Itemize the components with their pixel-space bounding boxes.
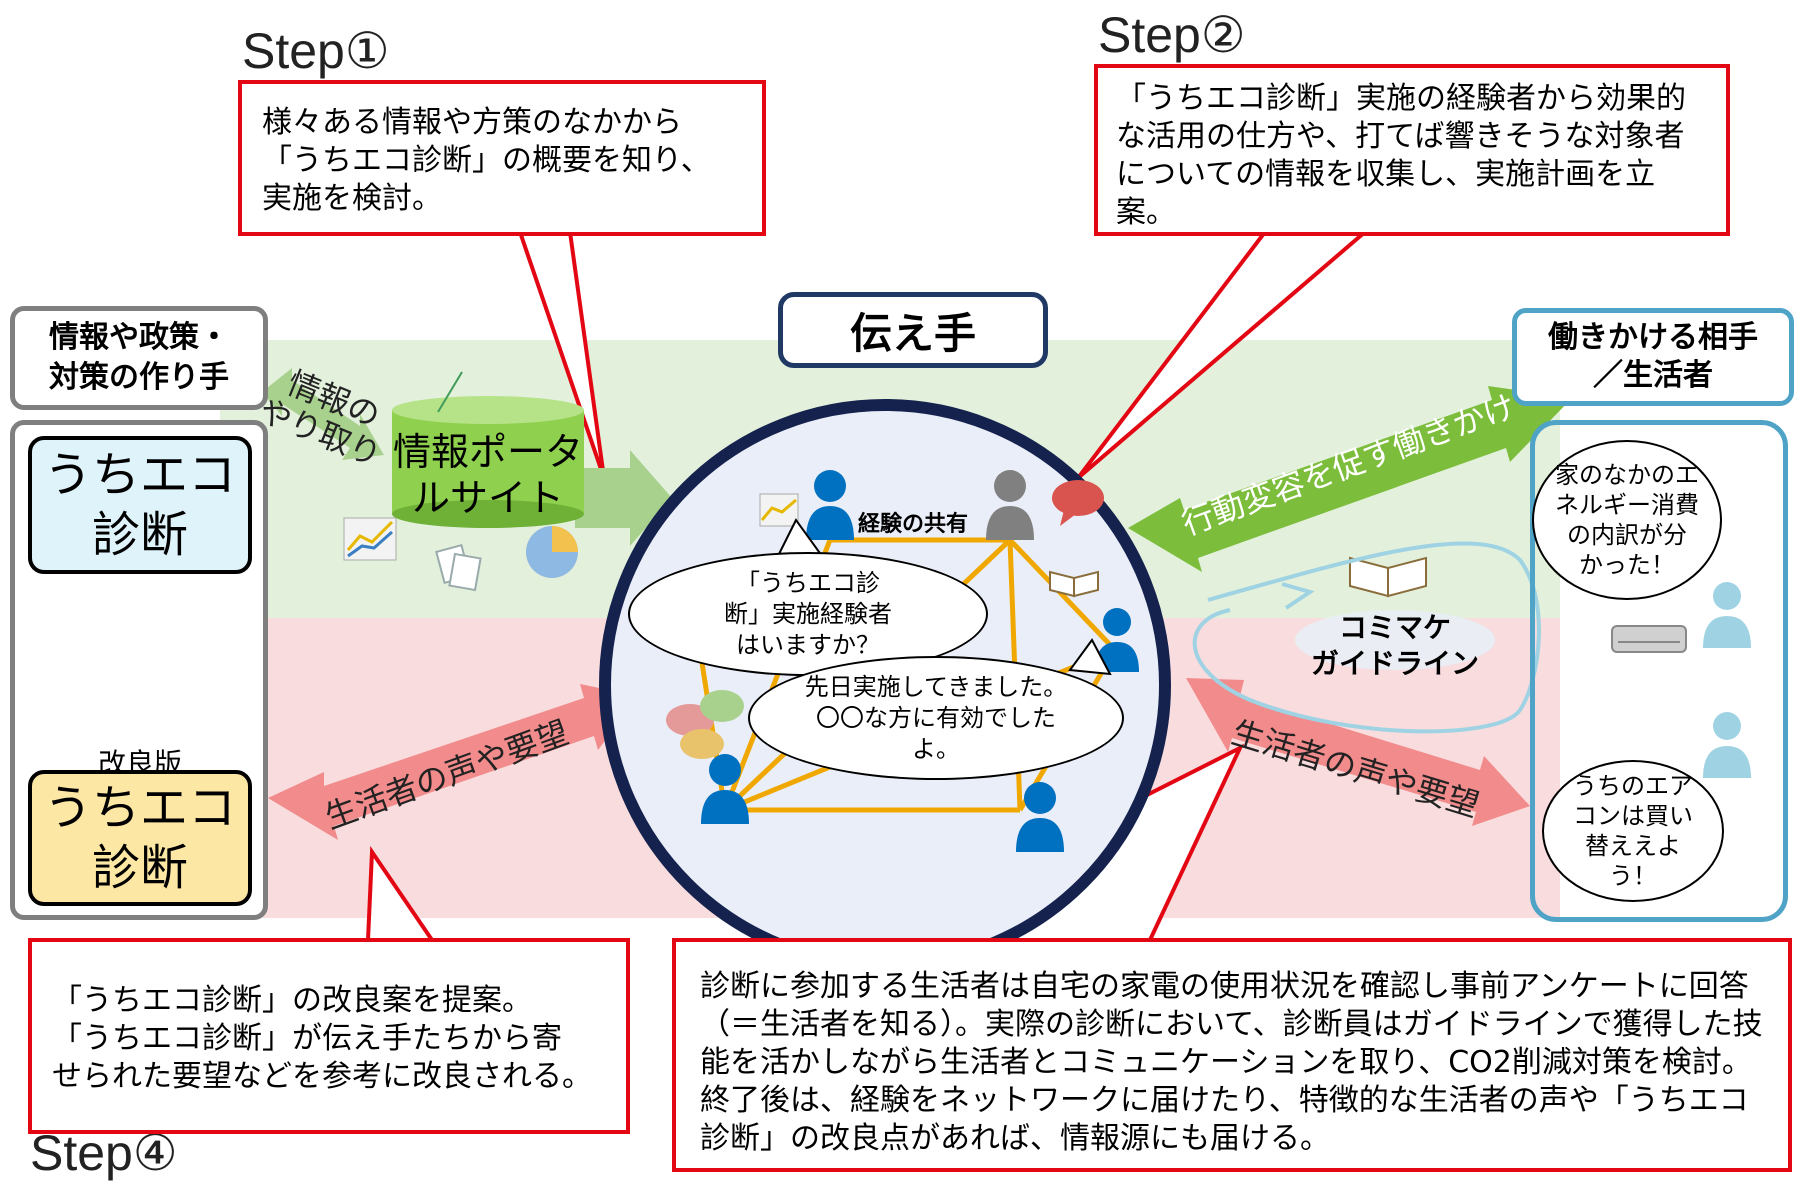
question-speech-bubble: 「うちエコ診 断」実施経験者 はいますか？ bbox=[628, 552, 988, 676]
exchange-arrow bbox=[262, 368, 384, 460]
target-column bbox=[1530, 420, 1788, 922]
step2-callout: 「うちエコ診断」実施の経験者から効果的な活用の仕方や、打てば響きそうな対象者につ… bbox=[1094, 64, 1730, 236]
guideline-loop-arrow bbox=[1192, 541, 1541, 734]
step4-label: Step④ bbox=[30, 1125, 178, 1181]
book-icon bbox=[1049, 556, 1427, 598]
resident-speech-bubble-top: 家のなかのエ ネルギー消費 の内訳が分 かった！ bbox=[1532, 440, 1722, 600]
portal-site-label: 情報ポータ ルサイト bbox=[392, 430, 583, 520]
improved-uchi-eco-box: うちエコ 診断 bbox=[28, 770, 252, 906]
chart-icon bbox=[343, 493, 799, 561]
pie-chart-icon bbox=[526, 526, 578, 578]
step4-callout: 「うちエコ診断」の改良案を提案。 「うちエコ診断」が伝え手たちから寄 せられた要… bbox=[28, 938, 630, 1134]
communicator-title: 伝え手 bbox=[778, 292, 1048, 368]
person-icon bbox=[1703, 582, 1751, 648]
step2-callout-tail bbox=[1076, 230, 1371, 480]
diagnosis-description-callout: 診断に参加する生活者は自宅の家電の使用状況を確認し事前アンケートに回答（＝生活者… bbox=[672, 938, 1792, 1172]
step1-callout: 様々ある情報や方策のなかから 「うちエコ診断」の概要を知り、 実施を検討。 bbox=[238, 80, 766, 236]
person-icon bbox=[986, 470, 1034, 540]
voice-arrow-right bbox=[1186, 678, 1530, 826]
guideline-label: コミマケ ガイドライン bbox=[1310, 611, 1479, 680]
step4-callout-tail bbox=[365, 845, 436, 942]
policy-maker-header: 情報や政策・ 対策の作り手 bbox=[10, 306, 268, 410]
portal-arrow bbox=[575, 450, 672, 546]
experience-share-label: 経験の共有 bbox=[858, 512, 969, 537]
answer-speech-bubble: 先日実施してきました。 〇〇な方に有効でした よ。 bbox=[748, 656, 1124, 780]
uchi-eco-box: うちエコ 診断 bbox=[28, 436, 252, 574]
person-icon bbox=[1703, 712, 1751, 778]
person-icon bbox=[701, 754, 749, 824]
person-icon bbox=[1016, 782, 1064, 852]
voice-arrow-left bbox=[268, 684, 638, 840]
step2-label: Step② bbox=[1098, 7, 1246, 63]
step1-label: Step① bbox=[242, 23, 390, 79]
resident-speech-bubble-bottom: うちのエア コンは買い 替ええよ う！ bbox=[1542, 760, 1724, 902]
air-conditioner-icon bbox=[1611, 625, 1687, 653]
portal-cylinder-icon bbox=[392, 371, 584, 528]
target-header: 働きかける相手 ／生活者 bbox=[1512, 308, 1794, 406]
person-icon bbox=[806, 470, 854, 540]
chat-bubble-icon bbox=[666, 480, 1104, 759]
behavior-arrow bbox=[1128, 386, 1572, 572]
documents-icon bbox=[435, 543, 482, 592]
